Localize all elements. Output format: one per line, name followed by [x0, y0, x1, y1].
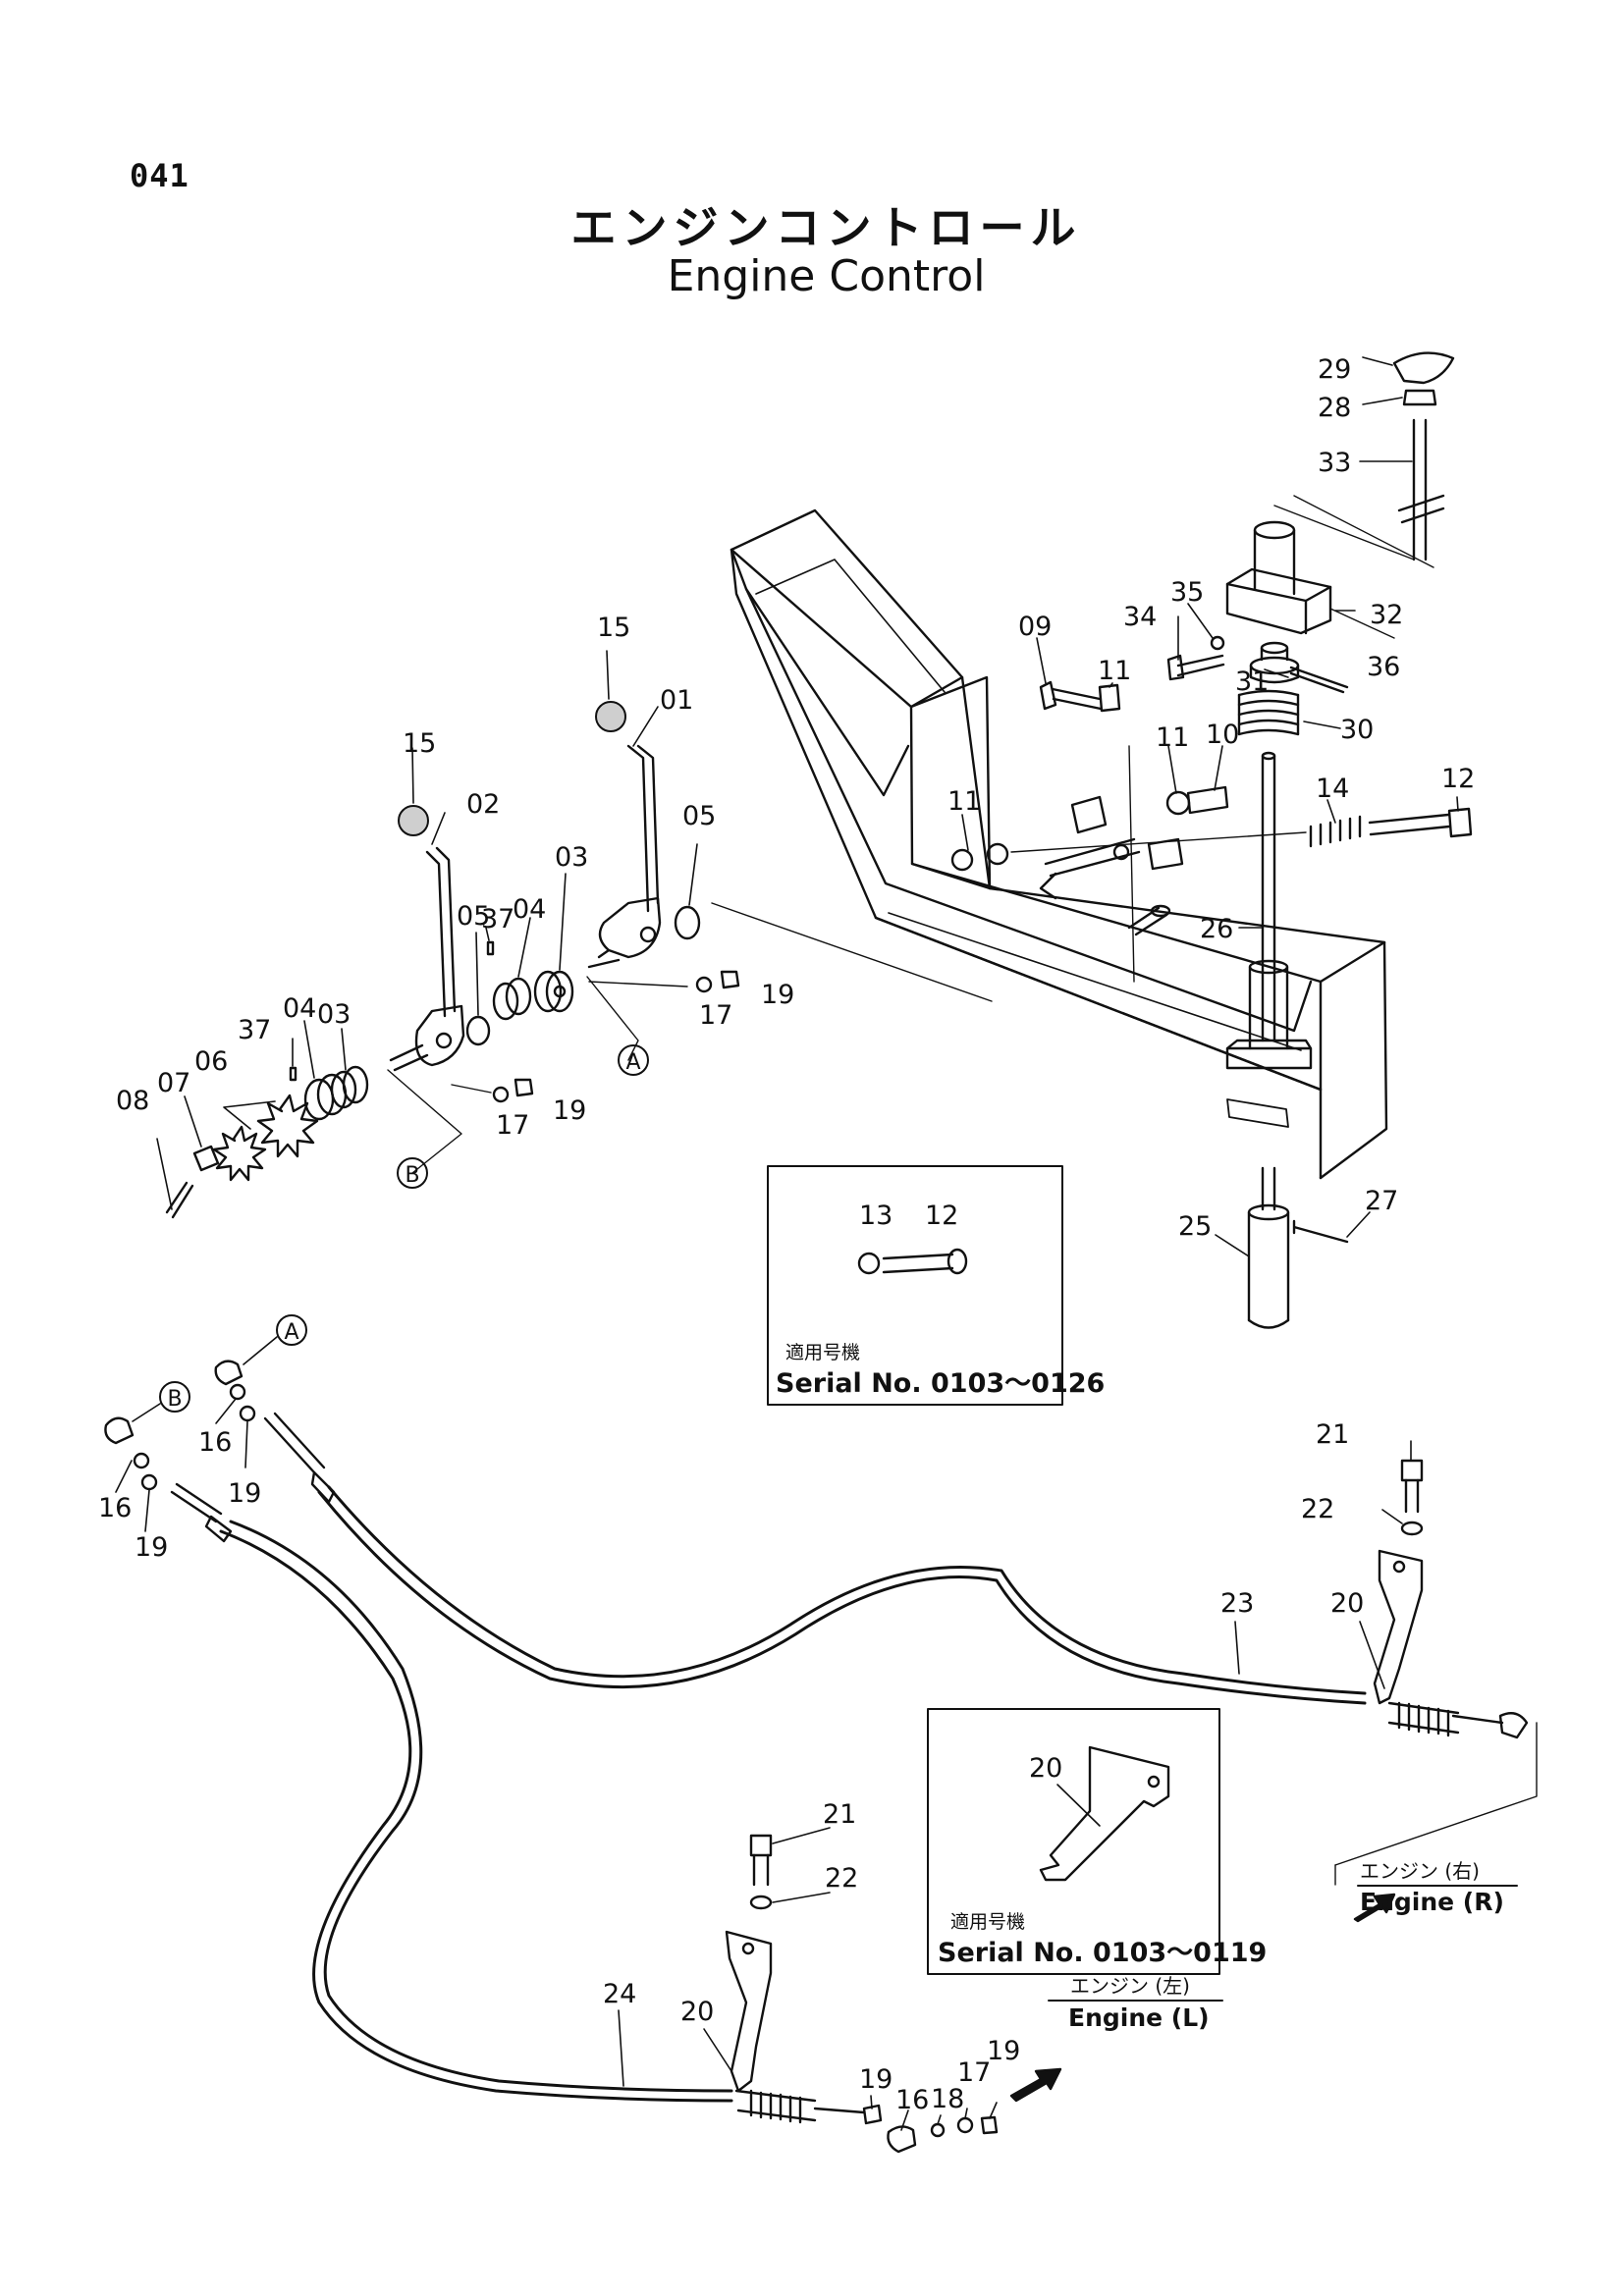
console-frame [730, 508, 1388, 1180]
page-number: 041 [130, 157, 189, 194]
callout-09: 09 [1018, 612, 1052, 642]
callout-08: 08 [116, 1086, 149, 1116]
callout-17-c: 17 [957, 2057, 991, 2088]
engine-right-en: Engine (R) [1360, 1888, 1504, 1916]
serial-box-1-serial: Serial No. 0103〜0126 [776, 1368, 1105, 1399]
svg-text:A: A [625, 1050, 640, 1075]
callout-21-b: 21 [823, 1799, 856, 1830]
callout-07: 07 [157, 1068, 190, 1098]
callout-31: 31 [1235, 667, 1269, 697]
callout-22-b: 22 [825, 1863, 858, 1894]
callout-19-b: 19 [553, 1095, 586, 1126]
callout-labels: 29 28 33 35 34 32 31 36 30 09 11 11 10 1… [98, 354, 1504, 2115]
callout-19-a: 19 [761, 980, 794, 1010]
hardware-cluster [950, 680, 1473, 983]
callout-37-b: 37 [238, 1015, 271, 1045]
lever-02-assembly [165, 805, 574, 1219]
callout-17-a: 17 [699, 1000, 732, 1031]
callout-18: 18 [931, 2084, 964, 2114]
callout-24: 24 [603, 1979, 636, 2009]
callout-15-b: 15 [403, 728, 436, 759]
callout-23: 23 [1220, 1588, 1254, 1619]
callout-32: 32 [1370, 600, 1403, 630]
callout-06: 06 [194, 1046, 228, 1077]
cables [104, 1360, 1367, 2103]
svg-text:A: A [284, 1320, 298, 1345]
serial-box-1 [767, 1165, 1063, 1406]
callout-20-b: 20 [1029, 1753, 1062, 1784]
title-english: Engine Control [667, 251, 986, 301]
svg-text:B: B [167, 1387, 182, 1412]
ref-circle-a-upper: A [618, 1044, 649, 1076]
callout-12-a: 12 [1441, 764, 1475, 794]
callout-26: 26 [1200, 914, 1233, 944]
engine-right-jp: エンジン (右) [1360, 1859, 1480, 1883]
callout-25: 25 [1178, 1211, 1212, 1242]
callout-05-b: 05 [457, 901, 490, 932]
callout-36: 36 [1367, 652, 1400, 682]
callout-21-a: 21 [1316, 1419, 1349, 1450]
callout-20-a: 20 [1330, 1588, 1364, 1619]
ref-circle-b-lower: B [159, 1381, 190, 1413]
callout-03-a: 03 [555, 842, 588, 873]
callout-16-a: 16 [98, 1493, 132, 1523]
callout-29: 29 [1318, 354, 1351, 385]
callout-16-b: 16 [198, 1427, 232, 1458]
callout-19-e: 19 [859, 2064, 893, 2095]
callout-16-c: 16 [895, 2085, 929, 2115]
ref-circle-a-lower: A [276, 1314, 307, 1346]
callout-04-a: 04 [513, 894, 546, 925]
title-japanese: エンジンコントロール [570, 201, 1082, 254]
engine-left-jp: エンジン (左) [1070, 1974, 1190, 1998]
callout-12-b: 12 [925, 1201, 958, 1231]
callout-02: 02 [466, 789, 500, 820]
callout-11-b: 11 [1156, 722, 1189, 753]
serial-box-2-serial: Serial No. 0103〜0119 [938, 1938, 1267, 1968]
callout-17-b: 17 [496, 1110, 529, 1141]
leader-lines [115, 356, 1459, 2131]
ref-leader-lines [387, 976, 639, 1174]
callout-15-a: 15 [597, 613, 630, 643]
svg-text:B: B [405, 1163, 419, 1188]
callout-27: 27 [1365, 1186, 1398, 1216]
callout-20-c: 20 [680, 1997, 714, 2027]
callout-35: 35 [1170, 577, 1204, 608]
callout-22-a: 22 [1301, 1494, 1334, 1524]
callout-11-a: 11 [1098, 656, 1131, 686]
callout-37-a: 37 [481, 904, 514, 934]
serial-box-2-jp: 適用号機 [950, 1911, 1025, 1933]
serial-box-2 [927, 1708, 1220, 1975]
callout-11-c: 11 [947, 786, 981, 817]
callout-10: 10 [1206, 720, 1239, 750]
callout-03-b: 03 [317, 999, 351, 1030]
bracket-right [1334, 1459, 1538, 1923]
callout-14: 14 [1316, 774, 1349, 804]
callout-30: 30 [1340, 715, 1374, 745]
callout-01: 01 [660, 685, 693, 716]
callout-34: 34 [1123, 602, 1157, 632]
lever-01-assembly [587, 701, 993, 1002]
callout-13: 13 [859, 1201, 893, 1231]
pedestal-assembly [1166, 351, 1455, 1329]
callout-28: 28 [1318, 393, 1351, 423]
bracket-left [725, 1834, 1062, 2154]
serial-box-1-jp: 適用号機 [785, 1342, 860, 1363]
engine-left-en: Engine (L) [1068, 2003, 1210, 2032]
ref-circle-b-upper: B [397, 1157, 428, 1189]
callout-04-b: 04 [283, 993, 316, 1024]
callout-19-f: 19 [987, 2036, 1020, 2066]
callout-33: 33 [1318, 448, 1351, 478]
callout-19-c: 19 [135, 1532, 168, 1563]
callout-05-a: 05 [682, 801, 716, 831]
callout-19-d: 19 [228, 1478, 261, 1509]
